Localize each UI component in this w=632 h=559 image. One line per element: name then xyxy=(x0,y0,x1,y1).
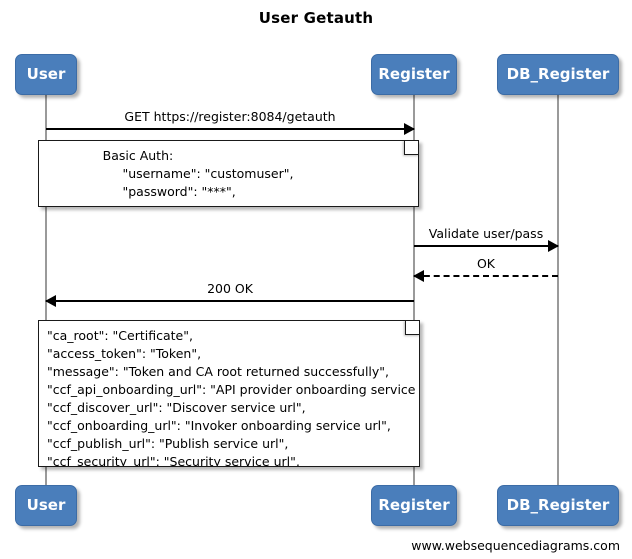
actor-register-bottom[interactable]: Register xyxy=(371,485,457,526)
message-line xyxy=(414,245,558,247)
actor-db-register-bottom[interactable]: DB_Register xyxy=(497,485,619,526)
note-auth-response: "ca_root": "Certificate", "access_token"… xyxy=(38,320,420,467)
note-content: Basic Auth: "username": "customuser", "p… xyxy=(47,147,410,201)
note-line: Basic Auth: xyxy=(47,148,174,163)
note-fold-icon xyxy=(404,321,419,335)
actor-user-bottom[interactable]: User xyxy=(15,485,77,526)
actor-label: DB_Register xyxy=(506,495,610,514)
arrow-head-icon xyxy=(404,123,415,135)
message-line xyxy=(46,128,414,130)
actor-label: DB_Register xyxy=(506,64,610,83)
actor-user-top[interactable]: User xyxy=(15,54,77,95)
actor-label: User xyxy=(26,64,66,83)
note-basic-auth: Basic Auth: "username": "customuser", "p… xyxy=(38,140,419,207)
note-line: "ccf_publish_url": "Publish service url"… xyxy=(47,436,289,451)
note-line: "access_token": "Token", xyxy=(47,346,202,361)
note-line: "ccf_discover_url": "Discover service ur… xyxy=(47,400,306,415)
note-line: "ccf_api_onboarding_url": "API provider … xyxy=(47,382,420,397)
actor-label: User xyxy=(26,495,66,514)
actor-db-register-top[interactable]: DB_Register xyxy=(497,54,619,95)
note-line: "ccf_onboarding_url": "Invoker onboardin… xyxy=(47,418,391,433)
actor-label: Register xyxy=(378,64,450,83)
page-title: User Getauth xyxy=(258,9,374,27)
note-line: "ca_root": "Certificate", xyxy=(47,328,193,343)
note-content: "ca_root": "Certificate", "access_token"… xyxy=(47,327,420,467)
note-line: "password": "***", xyxy=(47,184,236,199)
message-label: 200 OK xyxy=(207,281,253,296)
lifeline-db-register xyxy=(557,95,559,488)
note-line: "ccf_security_url": "Security service ur… xyxy=(47,454,300,467)
message-label: GET https://register:8084/getauth xyxy=(124,109,336,124)
lifeline-register xyxy=(413,95,415,488)
arrow-head-icon xyxy=(45,295,56,307)
note-line: "message": "Token and CA root returned s… xyxy=(47,364,390,379)
message-line xyxy=(46,300,414,302)
footer-watermark: www.websequencediagrams.com xyxy=(411,538,620,553)
actor-label: Register xyxy=(378,495,450,514)
message-label: Validate user/pass xyxy=(428,226,544,241)
message-line xyxy=(414,275,558,277)
note-line: "username": "customuser", xyxy=(47,166,294,181)
arrow-head-icon xyxy=(548,240,559,252)
message-label: OK xyxy=(476,256,496,271)
actor-register-top[interactable]: Register xyxy=(371,54,457,95)
lifeline-user xyxy=(45,95,47,488)
note-fold-icon xyxy=(403,141,418,155)
arrow-head-icon xyxy=(413,270,424,282)
